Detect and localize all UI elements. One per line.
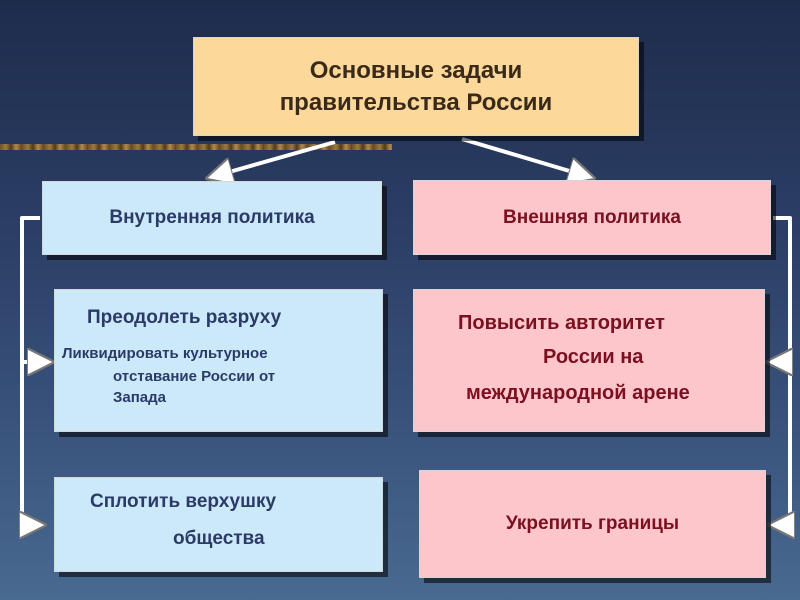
- task-eliminate-lag-line-2: отставание России от Запада: [113, 366, 275, 408]
- bracket-left: [22, 216, 44, 525]
- task-eliminate-lag-line-1: Ликвидировать культурное: [62, 345, 268, 362]
- unite-elite-line-1: Сплотить верхушку: [90, 491, 277, 512]
- main-title-line-2: правительства России: [279, 88, 553, 116]
- internal-tasks-box: Преодолеть разруху Ликвидировать культур…: [54, 289, 383, 432]
- main-title-box: Основные задачи правительства России: [193, 37, 639, 136]
- raise-authority-box: Повысить авторитет России на международн…: [413, 289, 765, 432]
- raise-authority-line-3: международной арене: [466, 382, 690, 404]
- strengthen-borders-box: Укрепить границы: [419, 470, 766, 578]
- external-policy-heading: Внешняя политика: [503, 206, 681, 228]
- task-eliminate-lag-line-3-text: Запада: [113, 389, 167, 406]
- internal-policy-box: Внутренняя политика: [42, 181, 382, 255]
- main-title-line-1: Основные задачи: [309, 56, 523, 84]
- raise-authority-line-2: России на: [543, 346, 644, 368]
- task-eliminate-lag-line-2-text: отставание России от: [113, 368, 276, 385]
- bracket-right: [770, 216, 790, 525]
- arrow-to-external: [461, 137, 593, 178]
- strengthen-borders-text: Укрепить границы: [505, 513, 680, 534]
- task-overcome-ruin: Преодолеть разруху: [87, 307, 282, 328]
- arrow-to-internal: [208, 140, 336, 178]
- raise-authority-line-1: Повысить авторитет: [458, 312, 665, 334]
- external-policy-box: Внешняя политика: [413, 180, 771, 255]
- unite-elite-box: Сплотить верхушку общества: [54, 477, 383, 572]
- unite-elite-line-2: общества: [173, 528, 265, 549]
- decorative-stripe: [0, 144, 392, 150]
- internal-policy-heading: Внутренняя политика: [109, 207, 315, 228]
